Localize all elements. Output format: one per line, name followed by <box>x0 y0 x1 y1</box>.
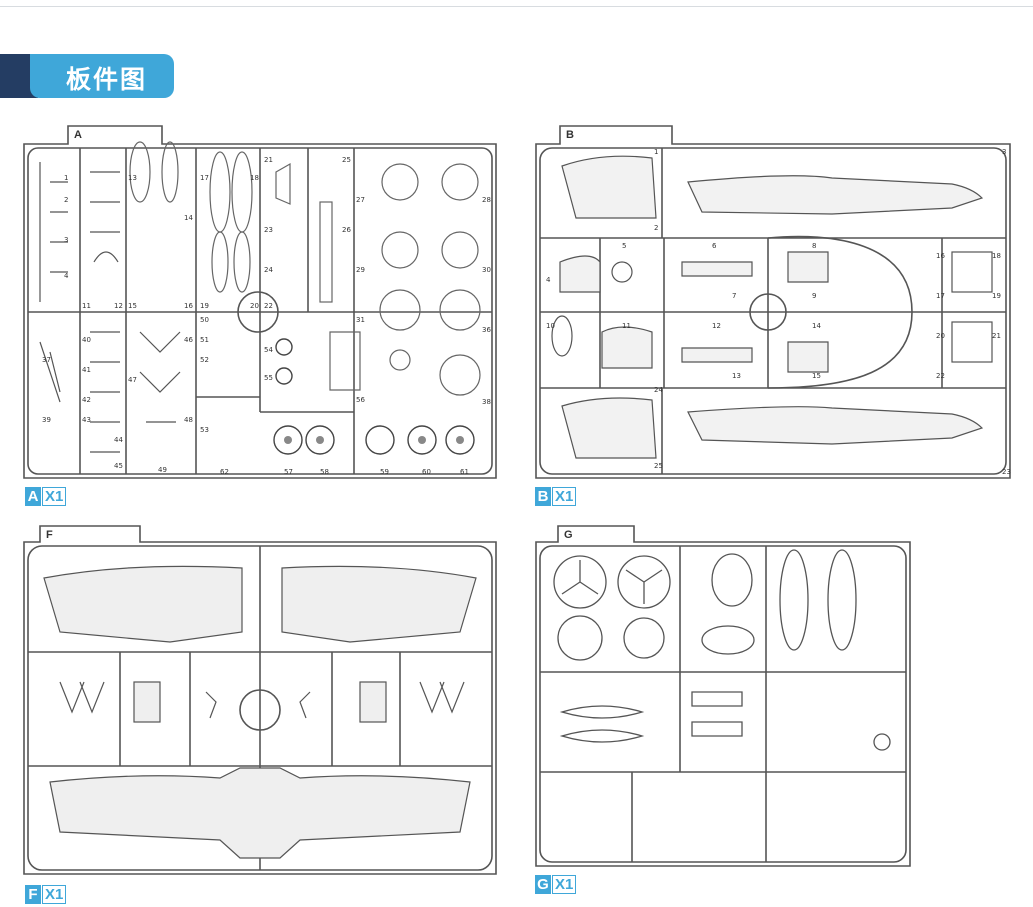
part-number: 48 <box>184 416 193 424</box>
part-number: 39 <box>42 416 51 424</box>
part-number: 3 <box>1002 148 1006 156</box>
part-number: 19 <box>200 302 209 310</box>
part-number: 37 <box>42 356 51 364</box>
top-divider <box>0 6 1033 7</box>
part-number: 2 <box>654 224 658 232</box>
part-number: 21 <box>992 332 1001 340</box>
part-number: 22 <box>936 372 945 380</box>
part-number: 15 <box>812 372 821 380</box>
part-number: 12 <box>712 322 721 330</box>
part-number: 54 <box>264 346 273 354</box>
sprue-tab-letter: F <box>46 529 53 541</box>
sprue-tab-letter: B <box>566 129 574 141</box>
part-number: 14 <box>812 322 821 330</box>
part-number: 60 <box>422 468 431 476</box>
part-number: 25 <box>342 156 351 164</box>
part-number: 52 <box>200 356 209 364</box>
part-number: 14 <box>184 214 193 222</box>
part-number: 13 <box>732 372 741 380</box>
part-number: 30 <box>482 266 491 274</box>
part-number: 2 <box>64 196 68 204</box>
part-number: 6 <box>712 242 717 250</box>
part-number: 18 <box>250 174 259 182</box>
part-number: 26 <box>342 226 351 234</box>
part-number: 58 <box>320 468 329 476</box>
part-number: 16 <box>184 302 193 310</box>
part-number: 8 <box>812 242 816 250</box>
part-number: 46 <box>184 336 193 344</box>
part-number: 11 <box>622 322 631 330</box>
part-number: 51 <box>200 336 209 344</box>
part-number: 29 <box>356 266 365 274</box>
part-number: 36 <box>482 326 491 334</box>
part-number: 53 <box>200 426 209 434</box>
part-number: 11 <box>82 302 91 310</box>
part-number: 12 <box>114 302 123 310</box>
part-number: 55 <box>264 374 273 382</box>
part-number: 44 <box>114 436 123 444</box>
part-number: 27 <box>356 196 365 204</box>
part-number: 28 <box>482 196 491 204</box>
part-number: 7 <box>732 292 736 300</box>
part-number: 1 <box>64 174 68 182</box>
sprue-tab-letter: A <box>74 129 82 141</box>
part-number: 3 <box>64 236 68 244</box>
part-number: 50 <box>200 316 209 324</box>
sprue-f-drawing: F <box>23 525 497 875</box>
sprue-tab-letter: G <box>564 529 573 541</box>
part-number: 20 <box>250 302 259 310</box>
part-number: 9 <box>812 292 816 300</box>
header-accent-light <box>30 54 174 98</box>
part-number: 42 <box>82 396 91 404</box>
part-number: 4 <box>64 272 69 280</box>
part-number: 49 <box>158 466 167 474</box>
part-number: 61 <box>460 468 469 476</box>
part-number: 38 <box>482 398 491 406</box>
part-number: 59 <box>380 468 389 476</box>
part-number: 17 <box>936 292 945 300</box>
part-number: 40 <box>82 336 91 344</box>
sprue-g-drawing: G <box>535 525 911 867</box>
part-number: 23 <box>264 226 273 234</box>
part-number: 47 <box>128 376 137 384</box>
part-number: 62 <box>220 468 229 476</box>
part-number: 24 <box>264 266 273 274</box>
part-number: 24 <box>654 386 663 394</box>
part-number: 22 <box>264 302 273 310</box>
part-number: 10 <box>546 322 555 330</box>
part-number: 1 <box>654 148 658 156</box>
part-number: 16 <box>936 252 945 260</box>
part-number: 15 <box>128 302 137 310</box>
part-number: 17 <box>200 174 209 182</box>
part-number: 45 <box>114 462 123 470</box>
part-number: 41 <box>82 366 91 374</box>
part-number: 4 <box>546 276 551 284</box>
part-number: 23 <box>1002 468 1011 476</box>
part-number: 57 <box>284 468 293 476</box>
sprue-f: F <box>20 522 500 880</box>
part-number: 56 <box>356 396 365 404</box>
part-number: 5 <box>622 242 626 250</box>
part-number: 18 <box>992 252 1001 260</box>
part-number: 43 <box>82 416 91 424</box>
part-number: 21 <box>264 156 273 164</box>
part-number: 31 <box>356 316 365 324</box>
sprue-g: G <box>532 522 914 870</box>
part-number: 25 <box>654 462 663 470</box>
page-title: 板件图 <box>66 65 148 94</box>
part-number: 20 <box>936 332 945 340</box>
part-number: 13 <box>128 174 137 182</box>
section-header: 板件图 <box>0 54 174 98</box>
part-number: 19 <box>992 292 1001 300</box>
